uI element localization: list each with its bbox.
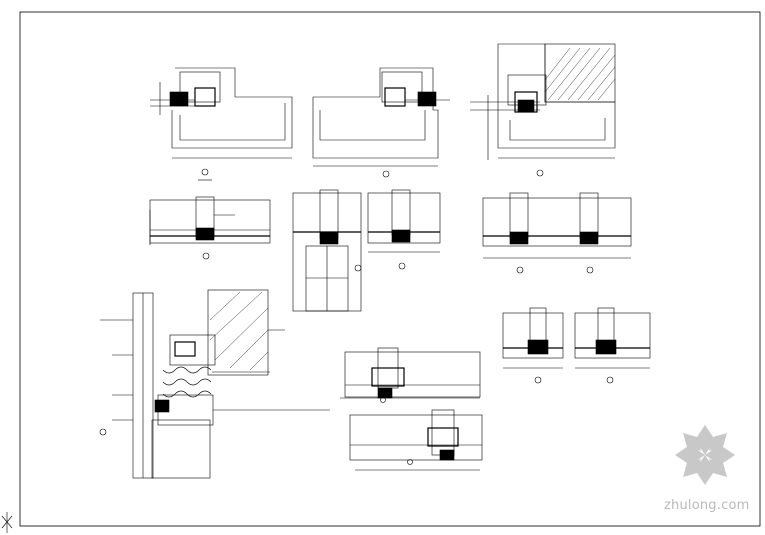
ucs-marker <box>1 512 13 533</box>
detail-11 <box>502 307 564 384</box>
detail-8 <box>99 289 330 479</box>
watermark-text: zhulong.com <box>664 498 750 513</box>
detail-10 <box>349 409 483 471</box>
watermark-logo-icon <box>675 425 735 485</box>
sheet-border <box>19 11 761 527</box>
detail-7 <box>482 192 632 274</box>
detail-3 <box>470 43 616 177</box>
detail-12 <box>574 307 651 384</box>
detail-4 <box>149 196 271 260</box>
detail-9 <box>340 347 481 403</box>
detail-6 <box>367 189 441 270</box>
detail-1 <box>150 67 293 181</box>
detail-5 <box>292 189 362 312</box>
detail-2 <box>312 67 450 178</box>
